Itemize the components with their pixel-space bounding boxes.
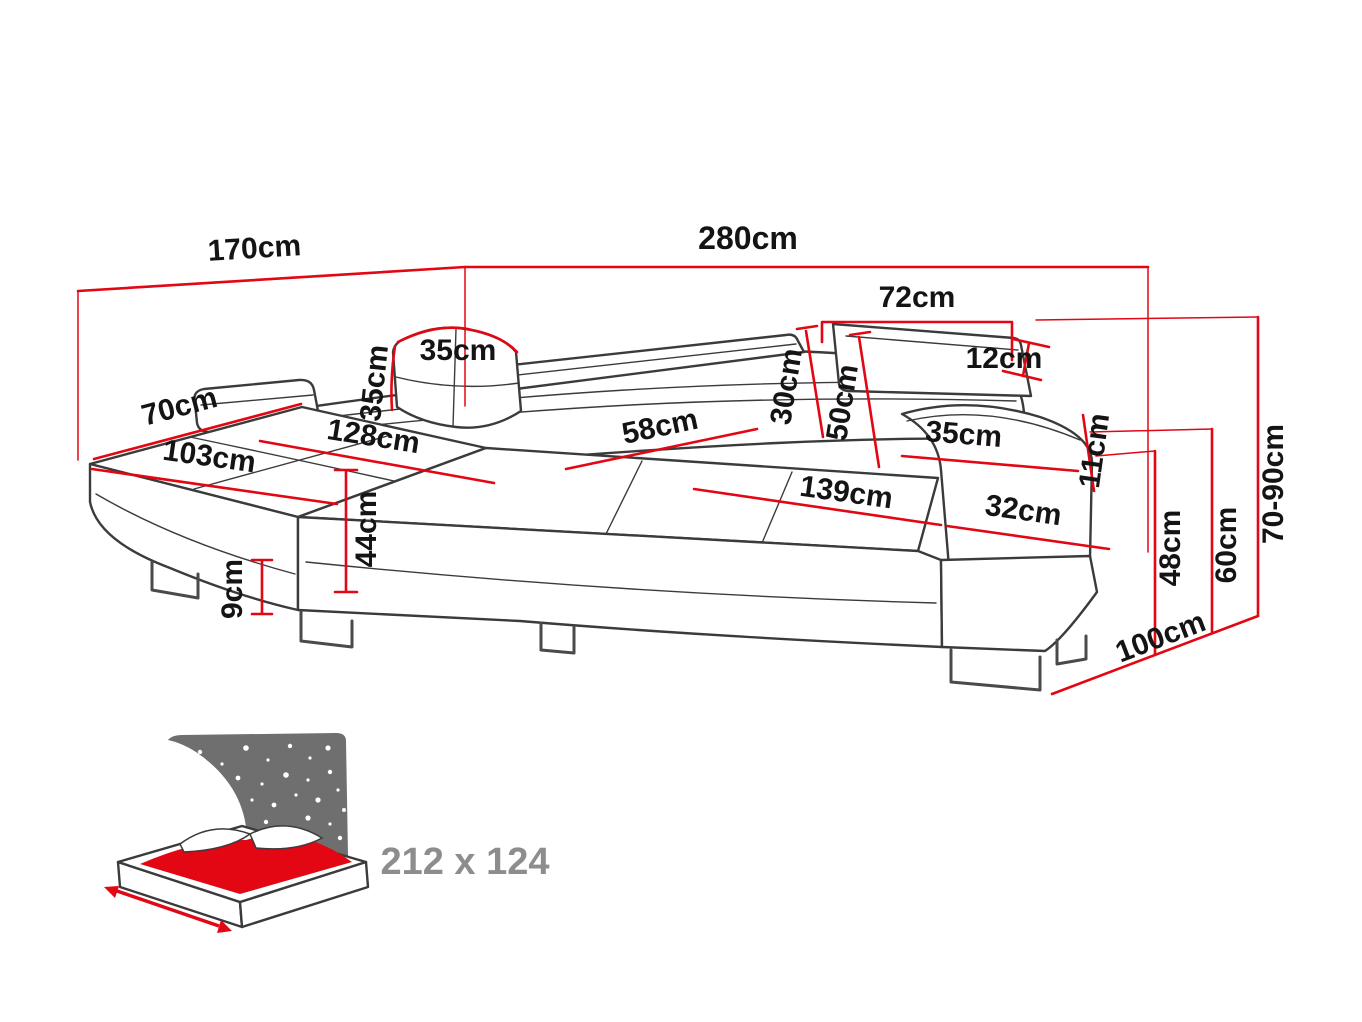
label-60: 60cm (1210, 507, 1243, 584)
main-base-seam (305, 561, 937, 604)
label-280: 280cm (698, 220, 798, 256)
leg-right-front (949, 648, 1042, 692)
main-seat-seam-1 (605, 460, 643, 535)
leg-right-back (1055, 634, 1088, 666)
pillow-seam-horizontal (395, 376, 520, 388)
dim-line-30 (795, 324, 825, 439)
dim-line-11 (1081, 413, 1096, 493)
right-armrest-seam (906, 413, 1081, 441)
leg-middle-front (539, 621, 576, 655)
dimension-lines (76, 265, 1260, 696)
extension-7090-top (1035, 316, 1259, 321)
sofa-drawing (88, 322, 1099, 692)
dim-line-128 (258, 439, 496, 485)
bed-icon (104, 824, 370, 933)
dim-line-170 (76, 265, 467, 293)
label-11: 11cm (1073, 411, 1116, 490)
leg-chaise-corner (299, 610, 354, 649)
dim-line-pillow-height (390, 344, 397, 412)
chaise-base (88, 462, 300, 612)
label-170: 170cm (207, 229, 302, 268)
main-seat-seam-2 (761, 471, 793, 544)
dim-line-58 (564, 427, 759, 471)
backrest-seam-lower (317, 398, 1017, 432)
right-headrest-seam (845, 335, 1019, 351)
label-70-90: 70-90cm (1257, 424, 1290, 544)
dim-line-70 (92, 402, 303, 461)
label-35-armrest: 35cm (924, 415, 1003, 454)
chaise-seat-seam-2 (193, 434, 392, 490)
dim-line-35-armrest (900, 454, 1080, 473)
dim-line-44 (333, 468, 359, 594)
stars (197, 743, 346, 852)
label-44: 44cm (350, 491, 383, 568)
label-9: 9cm (216, 559, 249, 619)
bed-width-arrow (104, 886, 232, 933)
pillow-seam-vertical (452, 328, 457, 428)
sleeping-area-size: 212 x 124 (380, 841, 549, 883)
extension-48-top (1095, 450, 1156, 457)
main-headrest-seam (499, 343, 797, 378)
dim-line-pillow-width (396, 326, 519, 354)
chaise-back-pad-seam (200, 394, 314, 406)
dim-line-103 (90, 467, 339, 506)
leg-chaise-front (150, 560, 200, 600)
label-100: 100cm (1111, 605, 1210, 669)
bed-pillow-right (249, 825, 324, 850)
dim-line-72 (820, 320, 1014, 362)
right-base (939, 554, 1099, 653)
dim-line-100 (1050, 614, 1260, 696)
label-pillow-width: 35cm (420, 334, 497, 367)
main-base (296, 515, 944, 649)
label-12: 12cm (966, 342, 1043, 375)
chaise-base-seam (95, 493, 296, 575)
label-pillow-height: 35cm (354, 343, 395, 423)
extension-60-top (1089, 428, 1213, 433)
dimension-labels: 170cm 280cm 72cm 12cm 35cm 35cm 30cm 50c… (138, 220, 1290, 669)
dim-line-9 (250, 558, 274, 616)
dim-line-50 (848, 330, 881, 469)
chaise-seat-seam-1 (189, 436, 395, 482)
label-48: 48cm (1154, 510, 1187, 587)
dim-line-139 (692, 487, 943, 527)
label-72: 72cm (879, 281, 956, 314)
dim-line-12 (1001, 337, 1051, 382)
dim-line-32 (945, 524, 1111, 551)
sleeping-area-icon: 212 x 124 (104, 733, 550, 933)
